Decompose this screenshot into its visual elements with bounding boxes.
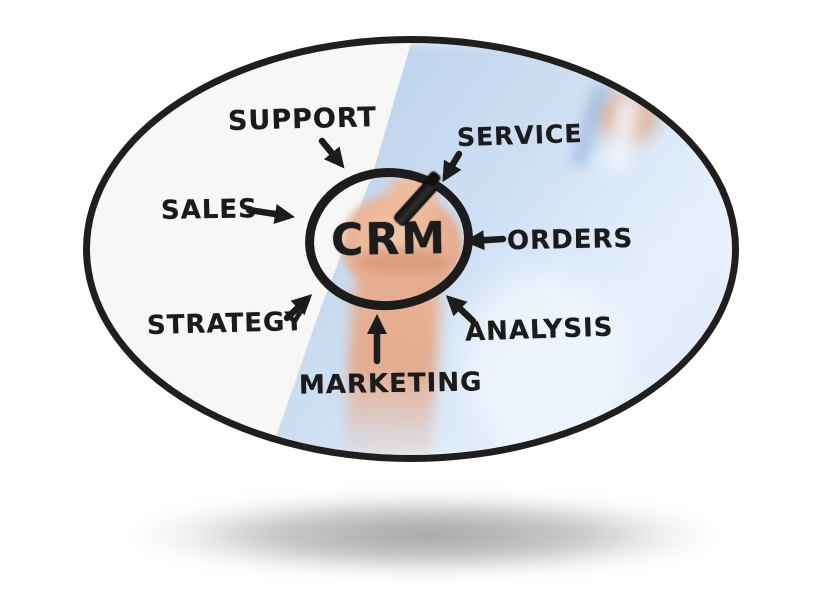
crm-label: CRM [330,212,448,266]
drop-shadow [138,494,713,576]
finger-shade [358,249,448,275]
shirt-highlight [462,269,630,455]
node-label-strategy: STRATEGY [146,306,306,342]
node-label-sales: SALES [160,194,259,226]
node-label-marketing: MARKETING [298,367,483,401]
photo-ellipse [83,36,739,462]
node-label-analysis: ANALYSIS [464,312,614,348]
node-label-support: SUPPORT [227,102,378,137]
node-label-orders: ORDERS [506,223,634,257]
node-label-service: SERVICE [456,118,583,153]
